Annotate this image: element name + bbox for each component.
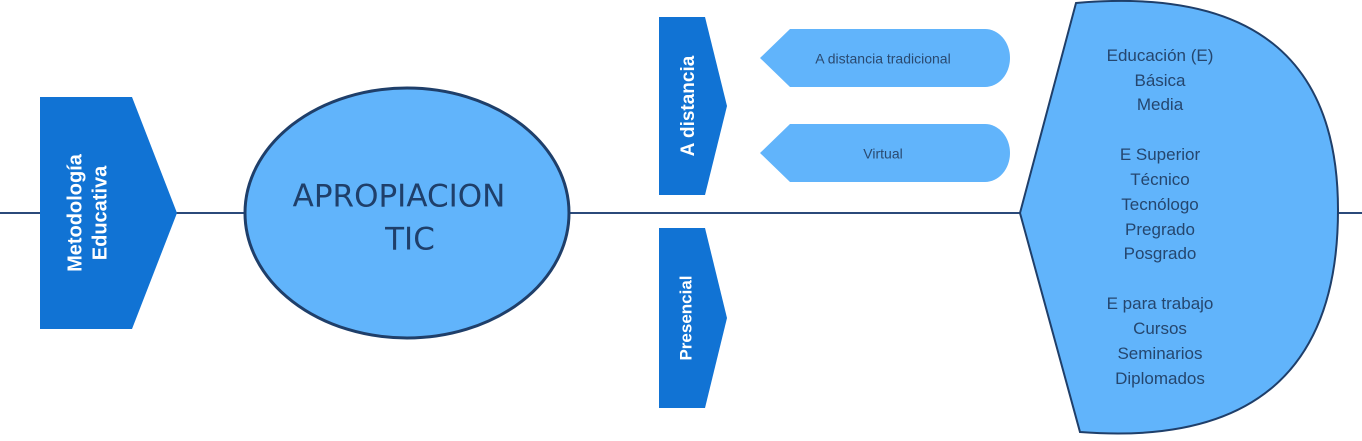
pill-virtual: Virtual xyxy=(760,124,1010,182)
pill-traditional-shape xyxy=(760,29,1010,87)
root-shape xyxy=(40,97,177,329)
branch-distance-label: A distancia xyxy=(678,55,699,156)
level-item: E Superior xyxy=(1120,145,1201,164)
center-ellipse xyxy=(243,86,571,340)
level-item: Pregrado xyxy=(1125,220,1195,239)
root-label-line-1: Metodología xyxy=(64,153,86,272)
level-item: Básica xyxy=(1134,71,1186,90)
levels-node: Educación (E) Básica Media E Superior Té… xyxy=(1018,0,1340,435)
branch-presencial: Presencial xyxy=(659,228,727,408)
branch-presencial-shape xyxy=(659,228,727,408)
level-item: Cursos xyxy=(1133,319,1187,338)
level-item: Educación (E) xyxy=(1107,46,1214,65)
root-node: Metodología Educativa xyxy=(40,97,177,329)
center-node: APROPIACION TIC xyxy=(243,86,571,340)
center-label-line-2: TIC xyxy=(384,222,435,258)
root-label-line-2: Educativa xyxy=(89,165,111,260)
level-item: Tecnólogo xyxy=(1121,195,1199,214)
level-item: Media xyxy=(1137,95,1184,114)
levels-shape xyxy=(1018,0,1340,435)
pill-virtual-shape xyxy=(760,124,1010,182)
pill-virtual-label: Virtual xyxy=(863,146,902,162)
center-label-line-1: APROPIACION xyxy=(293,179,506,215)
pill-traditional: A distancia tradicional xyxy=(760,29,1010,87)
branch-presencial-label: Presencial xyxy=(676,275,695,360)
branch-distance: A distancia xyxy=(659,17,727,195)
level-item: Técnico xyxy=(1130,170,1190,189)
branch-distance-shape xyxy=(659,17,727,195)
level-item: E para trabajo xyxy=(1107,294,1214,313)
pill-traditional-label: A distancia tradicional xyxy=(815,51,950,67)
level-item: Posgrado xyxy=(1124,244,1197,263)
level-item: Diplomados xyxy=(1115,369,1205,388)
levels-list: Educación (E) Básica Media E Superior Té… xyxy=(1107,46,1214,388)
level-item: Seminarios xyxy=(1117,344,1202,363)
